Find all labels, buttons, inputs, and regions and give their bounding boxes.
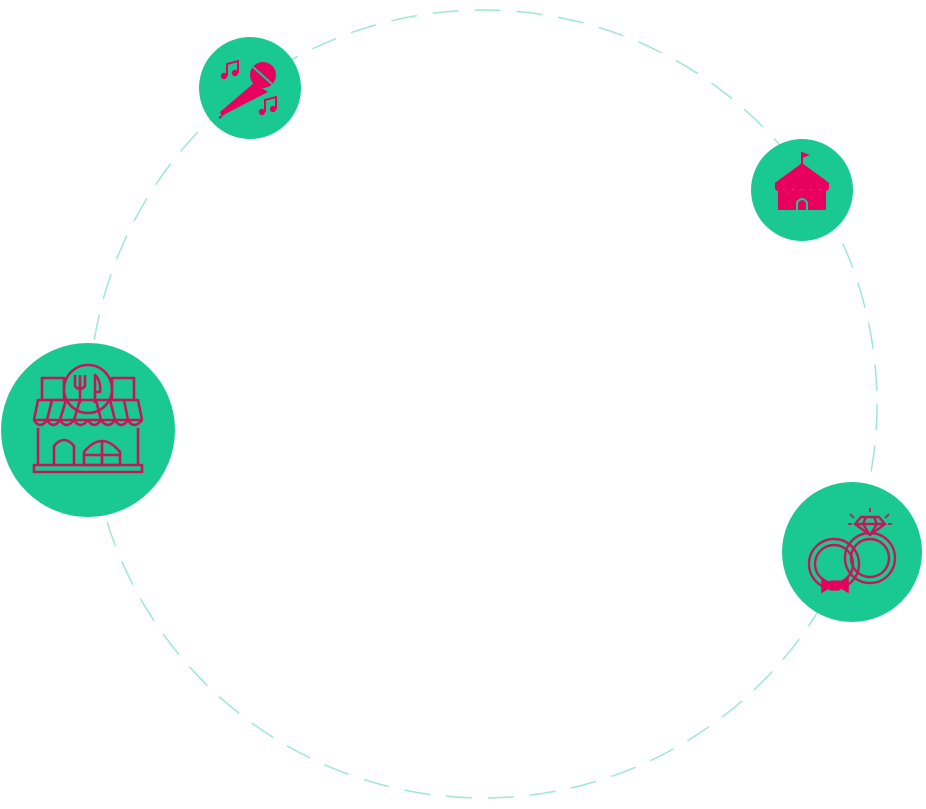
circus-tent-badge bbox=[751, 139, 853, 241]
restaurant-badge-circle bbox=[1, 343, 175, 517]
restaurant-storefront-icon bbox=[32, 363, 144, 474]
dashed-orbit-ring bbox=[88, 9, 878, 799]
wedding-rings-icon bbox=[807, 508, 897, 594]
restaurant-badge bbox=[1, 343, 175, 517]
circus-tent-icon bbox=[775, 152, 829, 210]
microphone-badge bbox=[199, 37, 301, 139]
karaoke-microphone-icon bbox=[218, 59, 277, 119]
wedding-rings-badge bbox=[782, 482, 922, 622]
